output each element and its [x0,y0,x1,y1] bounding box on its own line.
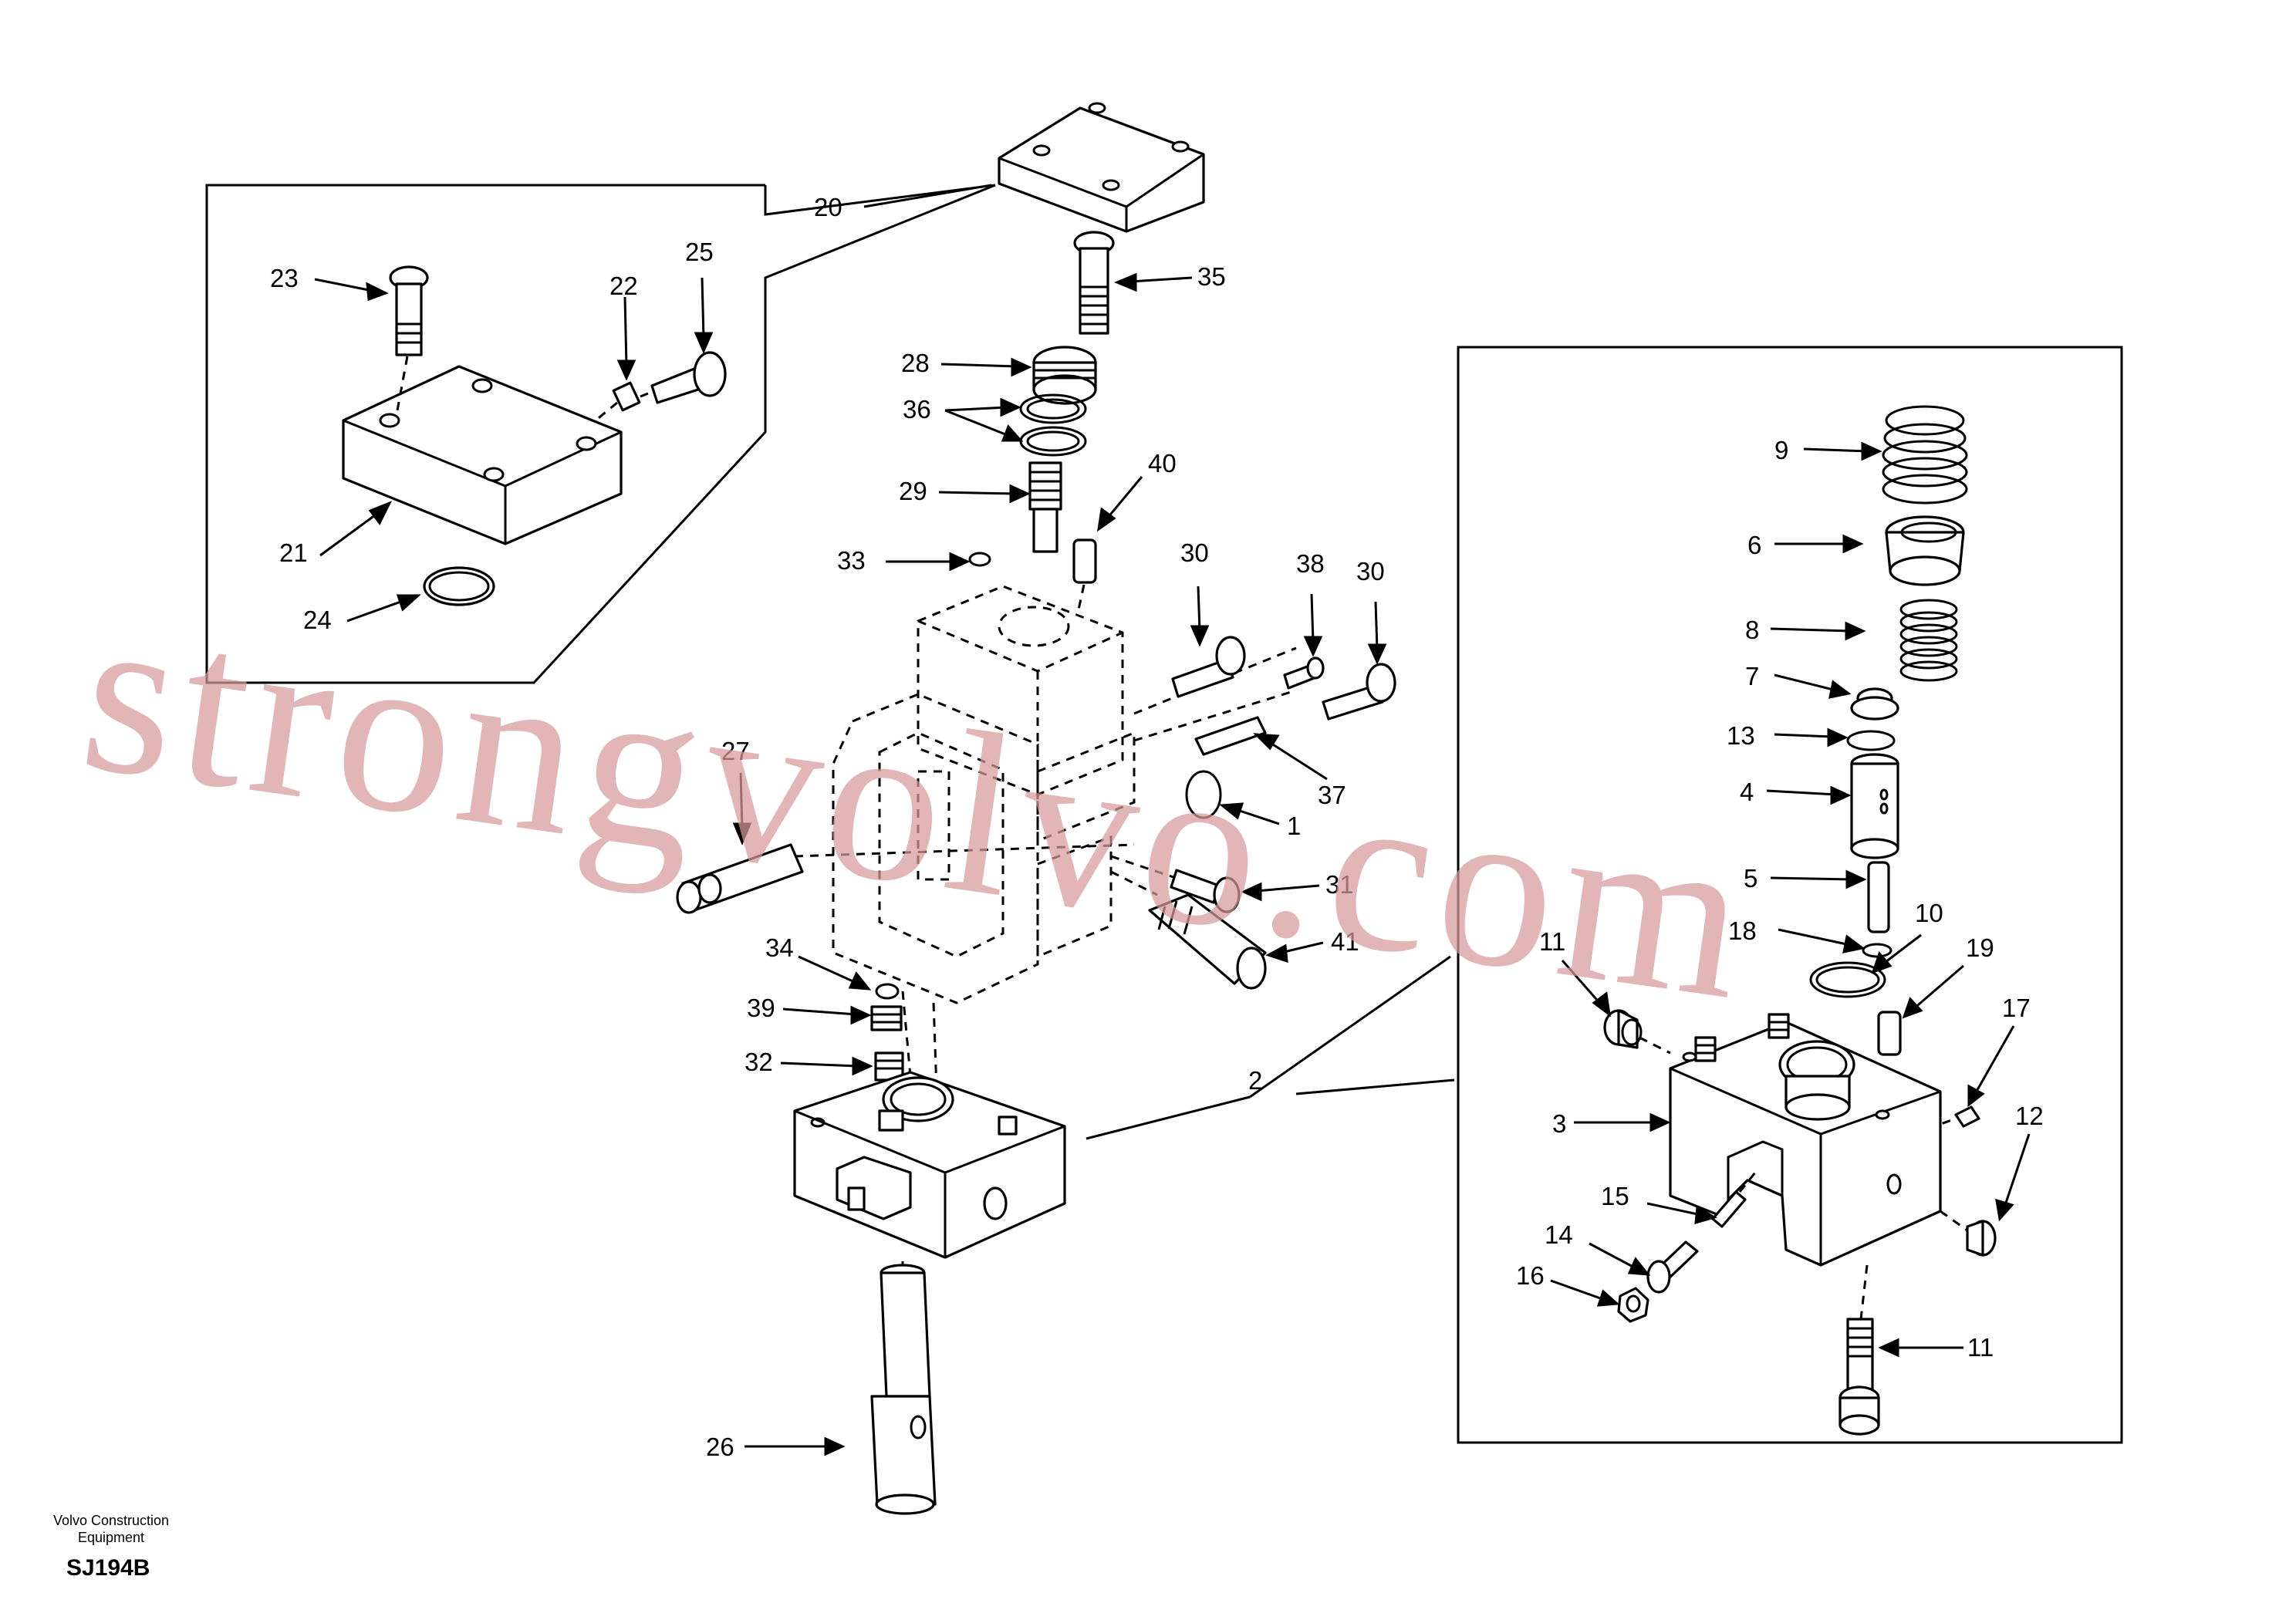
sleeve-4 [1850,753,1899,859]
ring-13 [1846,730,1896,751]
plug-11-upper [1603,1009,1671,1055]
pin-19 [1877,1011,1902,1056]
label-30-b: 30 [1356,557,1385,586]
leader-lines [314,184,2031,1456]
label-40: 40 [1148,449,1177,478]
label-14: 14 [1545,1220,1573,1249]
pin-15 [1711,1172,1757,1228]
label-41: 41 [1331,927,1359,956]
seal-36-a [1019,393,1087,424]
ring-18 [1862,943,1893,958]
label-4: 4 [1740,778,1754,806]
valve-block-3 [1669,1013,1942,1267]
label-30-a: 30 [1180,538,1209,567]
publisher-block: Volvo Construction Equipment SJ194B [34,1512,188,1581]
label-38: 38 [1296,549,1325,578]
cover-plate-21 [342,365,623,545]
bolt-30-a [1171,636,1246,698]
part-number-labels: 20 23 22 25 21 24 35 28 36 29 40 33 30 3… [270,193,2044,1461]
plug-12 [1940,1210,1997,1257]
label-19: 19 [1966,933,1994,962]
plug-32 [874,1051,904,1082]
spring-8 [1899,599,1958,682]
label-5: 5 [1744,864,1757,893]
screw-38 [1283,656,1325,690]
nut-16 [1617,1287,1649,1323]
o-ring-24 [423,566,495,606]
label-25: 25 [685,238,714,266]
label-2: 2 [1248,1066,1262,1095]
label-34: 34 [765,933,794,962]
inset-frame-cover-plate [205,184,996,684]
label-26: 26 [706,1433,734,1461]
label-27: 27 [721,737,750,765]
label-20: 20 [814,193,842,221]
label-3: 3 [1552,1109,1566,1138]
bolt-30-b [1322,663,1396,721]
label-8: 8 [1745,616,1759,644]
o-ring-34 [875,983,900,1000]
label-22: 22 [609,272,638,300]
pin-25 [640,351,727,404]
o-ring-33 [968,552,991,567]
valve-block-2 [793,1071,1066,1259]
valve-housing [794,585,1297,1112]
label-7: 7 [1745,662,1759,690]
label-23: 23 [270,264,299,292]
label-12: 12 [2015,1102,2044,1130]
label-9: 9 [1774,436,1788,464]
label-15: 15 [1601,1182,1629,1210]
inset-frame-valve-block [1457,346,2123,1444]
label-24: 24 [303,606,332,634]
screw-14 [1646,1240,1699,1294]
bolt-31 [1170,869,1241,913]
pin-27 [676,843,804,914]
drawing-code: SJ194B [66,1555,150,1581]
spring-seat-6 [1885,515,1965,586]
label-6: 6 [1747,531,1761,559]
spool-29 [1028,461,1062,553]
publisher-name: Volvo Construction Equipment [52,1513,170,1545]
label-28: 28 [901,349,930,377]
spool-5 [1867,861,1890,933]
nut-28 [1032,346,1097,405]
cover-plate-20 [998,102,1205,233]
label-11-upper: 11 [1539,927,1565,956]
plug-39 [870,1005,903,1031]
label-10: 10 [1915,899,1943,927]
o-ring-1 [1185,770,1222,819]
label-17: 17 [2002,994,2031,1022]
seat-7 [1850,687,1899,721]
plug-22 [595,381,641,422]
o-ring-24-inner [428,571,490,602]
label-35: 35 [1197,262,1226,291]
o-ring-10 [1809,961,1886,998]
label-21: 21 [279,538,308,567]
label-33: 33 [837,546,866,575]
label-13: 13 [1727,721,1755,750]
label-31: 31 [1325,870,1354,899]
label-18: 18 [1728,916,1757,945]
label-16: 16 [1516,1261,1545,1290]
bolt-23 [389,265,429,411]
bolt-11-lower [1838,1264,1880,1436]
label-39: 39 [747,994,775,1022]
plug-35 [1073,231,1115,335]
spring-9 [1882,405,1968,505]
pin-37 [1194,716,1267,756]
valve-cartridge-41 [1148,893,1267,990]
label-32: 32 [745,1048,773,1076]
label-11-lower: 11 [1967,1333,1994,1362]
pin-40 [1072,538,1097,610]
label-37: 37 [1318,781,1346,809]
label-36: 36 [903,395,931,424]
label-29: 29 [899,477,927,505]
label-1: 1 [1287,812,1301,840]
tube-26 [870,1261,937,1515]
